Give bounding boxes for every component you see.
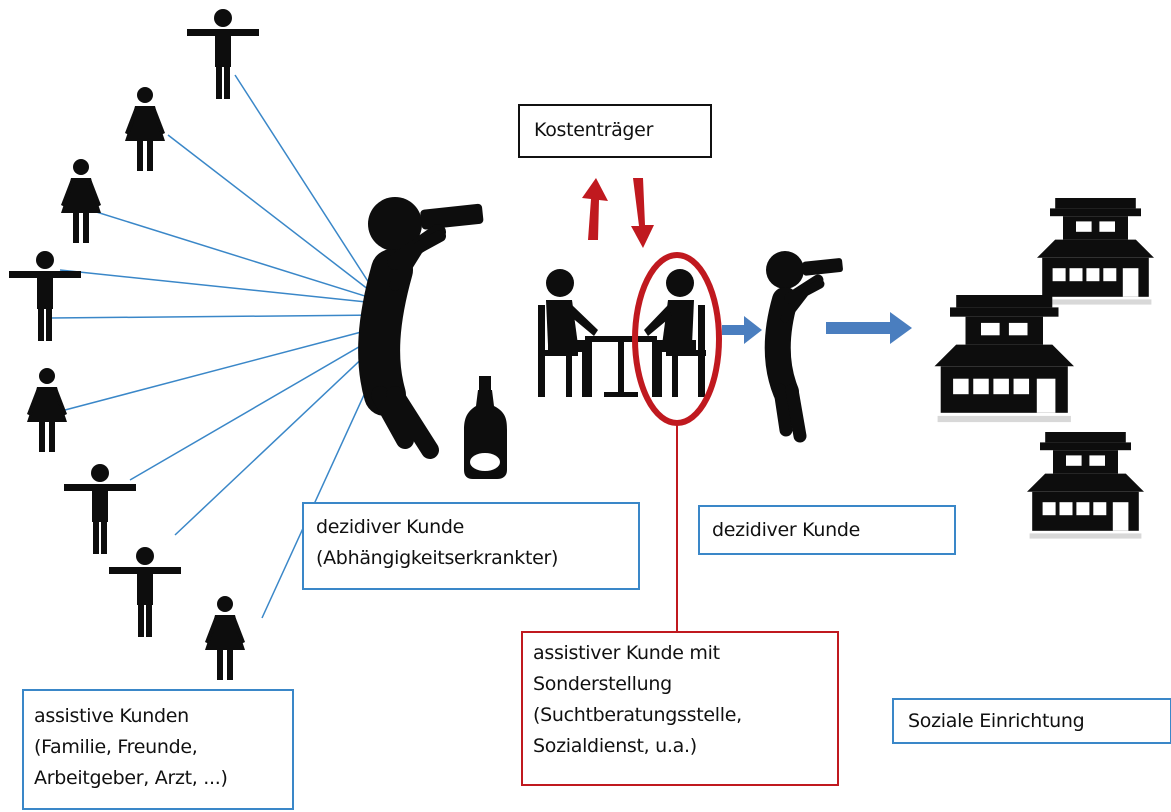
building-icon [1027, 432, 1144, 539]
arrow-right-icon [826, 312, 912, 344]
payer-arrows [582, 178, 654, 248]
payer-label: Kostenträger [518, 104, 712, 158]
assistive-customers-label: assistive Kunden (Familie, Freunde, Arbe… [22, 689, 294, 810]
assistive-line-3: Arbeitgeber, Arzt, ...) [34, 767, 228, 789]
arrow-down-icon [631, 178, 654, 248]
person-tpose-icon [109, 547, 181, 637]
arrow-right-icon [722, 316, 762, 344]
decisive-customer-right-label: dezidiver Kunde [698, 505, 956, 555]
person-tpose-icon [187, 9, 259, 99]
assistive-line-2: (Familie, Freunde, [34, 736, 198, 758]
special-line-1: assistiver Kunde mit [533, 642, 720, 664]
special-assistive-customer-label: assistiver Kunde mit Sonderstellung (Suc… [521, 631, 839, 786]
decisive-customer-line-1: dezidiver Kunde [316, 516, 464, 538]
assistive-line-1: assistive Kunden [34, 705, 189, 727]
special-line-3: (Suchtberatungsstelle, [533, 704, 742, 726]
drinking-person-icon [358, 197, 484, 459]
decisive-customer-label: dezidiver Kunde (Abhängigkeitserkrankter… [302, 502, 640, 590]
arrow-up-icon [582, 178, 608, 240]
drinking-person-icon [764, 251, 843, 443]
person-tpose-icon [9, 251, 81, 341]
social-institution-text: Soziale Einrichtung [908, 710, 1085, 732]
special-line-4: Sozialdienst, u.a.) [533, 735, 697, 757]
woman-icon [125, 87, 165, 171]
woman-icon [61, 159, 101, 243]
building-icon [1037, 198, 1154, 305]
woman-icon [27, 368, 67, 452]
person-tpose-icon [64, 464, 136, 554]
decisive-customer-right-text: dezidiver Kunde [712, 519, 860, 541]
decisive-customer-line-2: (Abhängigkeitserkrankter) [316, 547, 559, 569]
counseling-table-icon [538, 269, 706, 397]
building-icon [934, 295, 1074, 423]
special-line-2: Sonderstellung [533, 673, 672, 695]
social-institution-label: Soziale Einrichtung [892, 698, 1171, 744]
payer-label-text: Kostenträger [534, 119, 654, 141]
assistive-people [9, 9, 259, 680]
bottle-icon [464, 376, 507, 479]
woman-icon [205, 596, 245, 680]
